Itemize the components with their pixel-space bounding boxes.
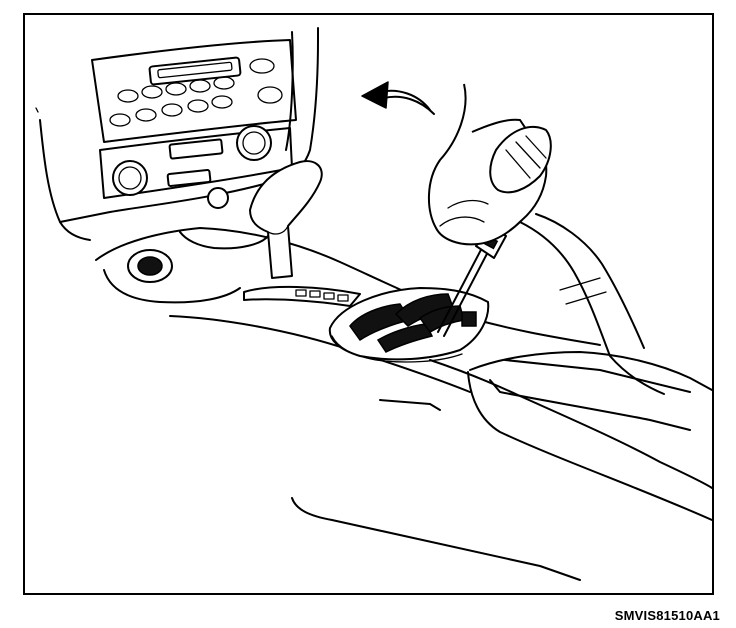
- shift-lever: [249, 160, 323, 279]
- direction-arrow: [361, 81, 435, 115]
- armrest-storage-box: [467, 351, 713, 521]
- cup-holder: [127, 249, 173, 283]
- hand: [427, 83, 552, 246]
- center-stack-panel: [35, 27, 319, 241]
- radio-head-unit: [91, 39, 297, 143]
- floor-console: [95, 227, 713, 581]
- figure-code-label: SMVIS81510AA1: [614, 608, 720, 623]
- figure-frame: [23, 13, 714, 595]
- shift-indicator-slot: [243, 285, 361, 307]
- forearm-sleeve: [519, 213, 665, 395]
- power-window-switch-panel: [328, 287, 490, 363]
